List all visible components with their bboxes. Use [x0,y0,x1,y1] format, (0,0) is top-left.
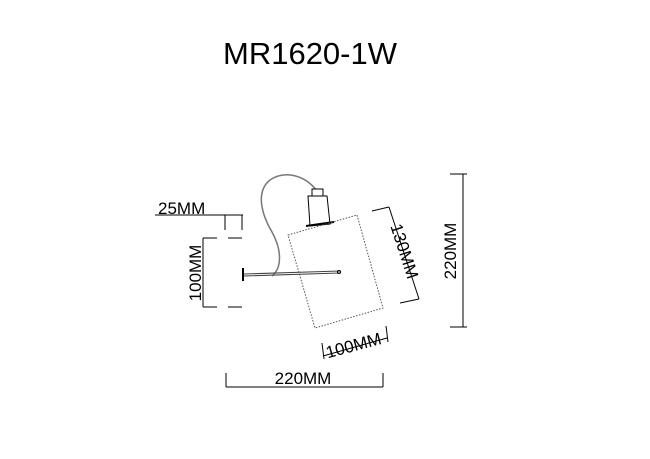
label-100mm-plate: 100MM [186,245,205,302]
dim-220mm-width-line [225,373,384,388]
label-25mm: 25MM [158,199,205,218]
dim-100mm-plate-line [202,237,242,308]
label-130mm: 130MM [386,221,422,281]
dim-220mm-height-line [450,173,467,328]
dim-100mm-shade-line [321,325,389,360]
label-100mm-shade: 100MM [324,329,384,362]
socket [307,195,331,227]
label-220mm-width: 220MM [275,369,332,388]
label-220mm-height: 220MM [441,223,460,280]
arm [243,270,341,277]
socket-cap [311,188,324,197]
cable [260,174,318,277]
arm-end [337,270,341,274]
dim-25mm-line [155,214,243,230]
lamp-shade [287,214,384,329]
dim-130mm-line [371,206,420,304]
model-title: MR1620-1W [223,36,397,71]
